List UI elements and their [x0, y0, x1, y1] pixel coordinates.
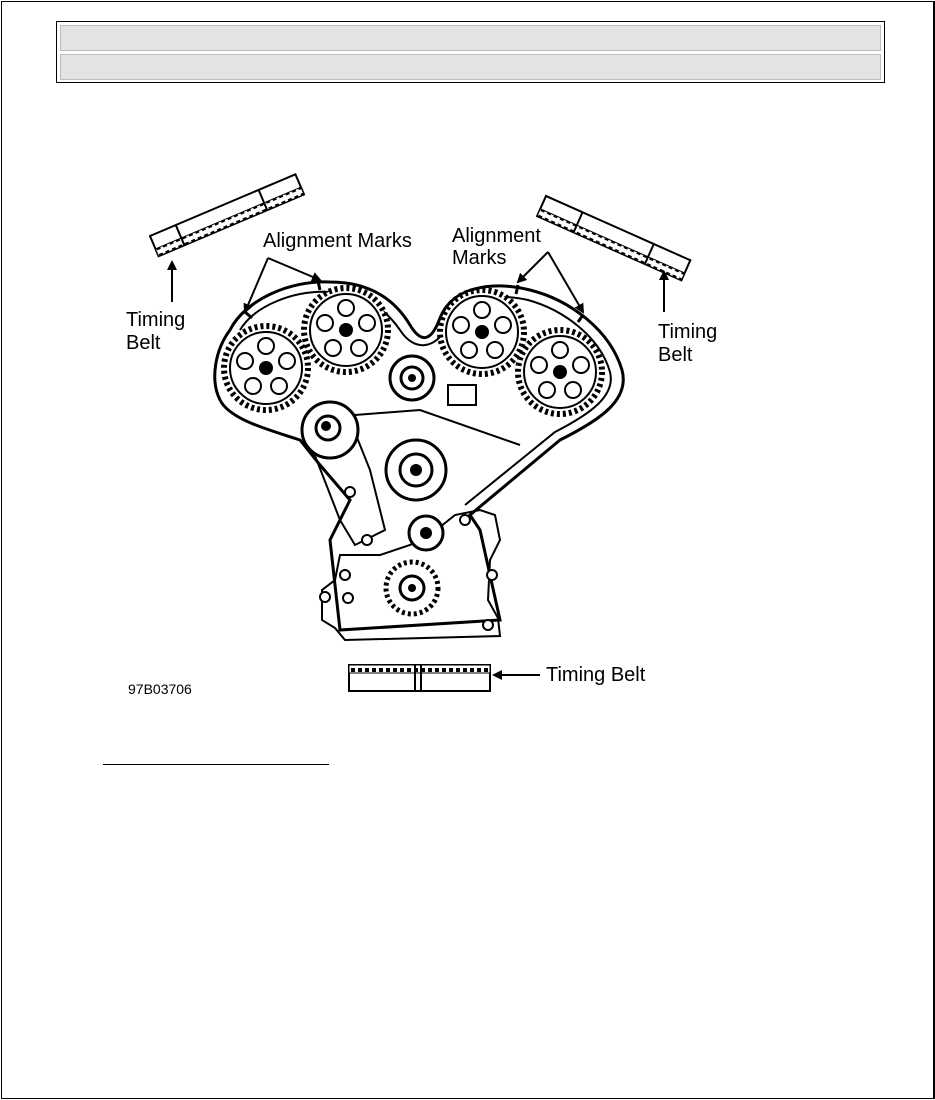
- footnote-rule: [103, 764, 329, 765]
- tensioner-pulley: [300, 400, 360, 460]
- cam-sprocket-right-rear: [515, 327, 605, 417]
- cam-sprocket-left-rear: [221, 323, 311, 413]
- belt-sample-right: [535, 194, 692, 282]
- label-timing-belt-right-line1: Timing: [658, 321, 717, 343]
- water-pump: [384, 438, 448, 502]
- label-timing-belt-bottom: Timing Belt: [546, 664, 646, 686]
- header-subtitle-bar: [60, 54, 881, 80]
- label-alignment-marks-right-line1: Alignment: [452, 225, 541, 247]
- label-timing-belt-right-line2: Belt: [658, 344, 693, 366]
- arrow-alignment-right-1: [516, 251, 549, 284]
- crankshaft-sprocket: [383, 559, 441, 617]
- figure-id: 97B03706: [128, 681, 192, 697]
- header-title-bar: [60, 25, 881, 51]
- label-timing-belt-left-line2: Belt: [126, 332, 161, 354]
- belt-sample-bottom: [348, 664, 491, 692]
- belt-sample-left: [148, 172, 306, 258]
- label-alignment-marks-right-line2: Marks: [452, 247, 506, 269]
- engine-tag: [447, 384, 477, 406]
- alignment-mark-ticks: [244, 280, 585, 323]
- leader-arrows: [167, 251, 669, 680]
- arrow-alignment-right-2: [547, 251, 585, 314]
- cam-sprocket-left-front: [301, 285, 391, 375]
- idler-pulley-lower: [407, 514, 445, 552]
- idler-pulley-center: [388, 354, 436, 402]
- page-header: [56, 21, 885, 83]
- block-bolts: [319, 486, 498, 631]
- arrow-alignment-left-1: [243, 257, 269, 314]
- label-alignment-marks-left: Alignment Marks: [263, 230, 412, 252]
- label-timing-belt-left-line1: Timing: [126, 309, 185, 331]
- cam-sprocket-right-front: [437, 287, 527, 377]
- cover-line: [354, 408, 521, 446]
- arrow-alignment-left-2: [267, 257, 322, 282]
- belt-outer-route: [213, 280, 625, 632]
